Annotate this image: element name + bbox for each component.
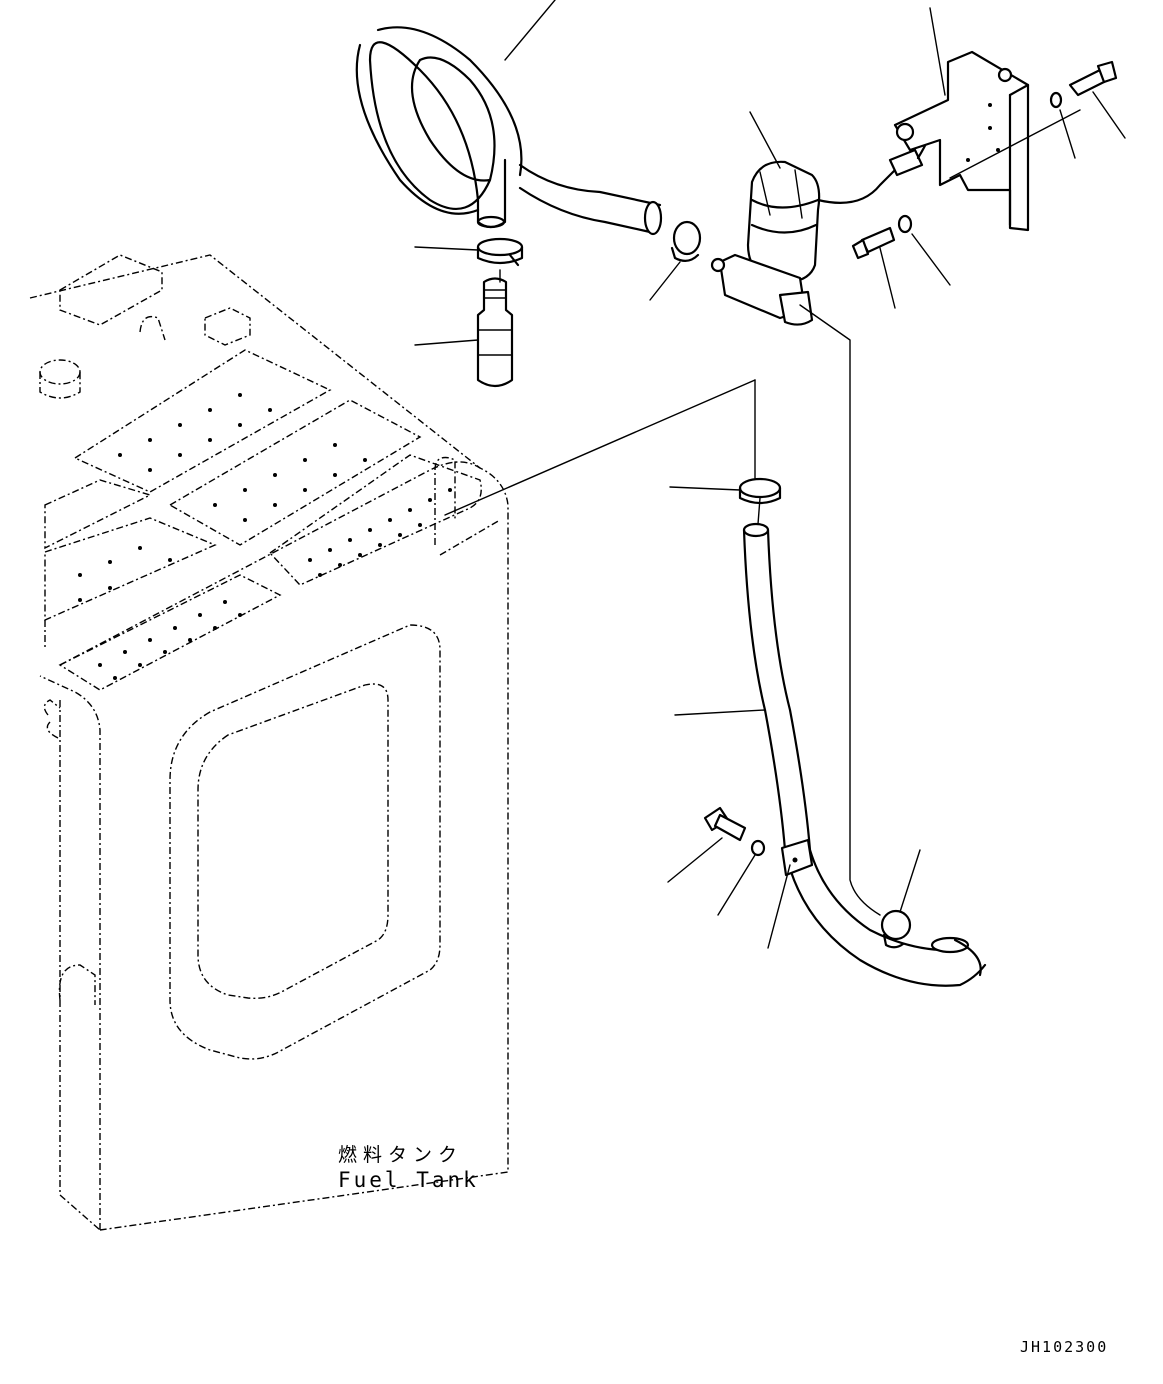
tank-plate-rivets (78, 393, 452, 680)
coiled-fuel-hose (355, 26, 663, 236)
bracket-washer-lower (897, 214, 913, 234)
hose-p-clamp (780, 838, 814, 877)
bracket-bolt-lower (851, 226, 896, 260)
fuel-feed-pump (710, 123, 933, 326)
p-clamp-washer (750, 839, 766, 857)
assembly-lines (444, 109, 1081, 916)
hose-connector-fitting (476, 277, 514, 388)
hose-clamp-upper (476, 237, 524, 267)
lower-fuel-hose (742, 522, 987, 987)
hose-clamp-lower-right (880, 909, 912, 949)
drawing-id: JH102300 (1020, 1338, 1109, 1356)
fuel-tank-label-english: Fuel Tank (338, 1168, 479, 1192)
fuel-tank-label-japanese: 燃料タンク (338, 1144, 464, 1166)
bracket-washer-upper (1049, 91, 1063, 109)
p-clamp-bolt (703, 806, 747, 842)
hose-clamp-pump-inlet (670, 220, 702, 262)
fuel-tank (29, 254, 509, 1231)
bracket-bolt-upper (1068, 60, 1118, 97)
pump-mounting-bracket (893, 50, 1030, 232)
leader-lines (414, 0, 1126, 949)
